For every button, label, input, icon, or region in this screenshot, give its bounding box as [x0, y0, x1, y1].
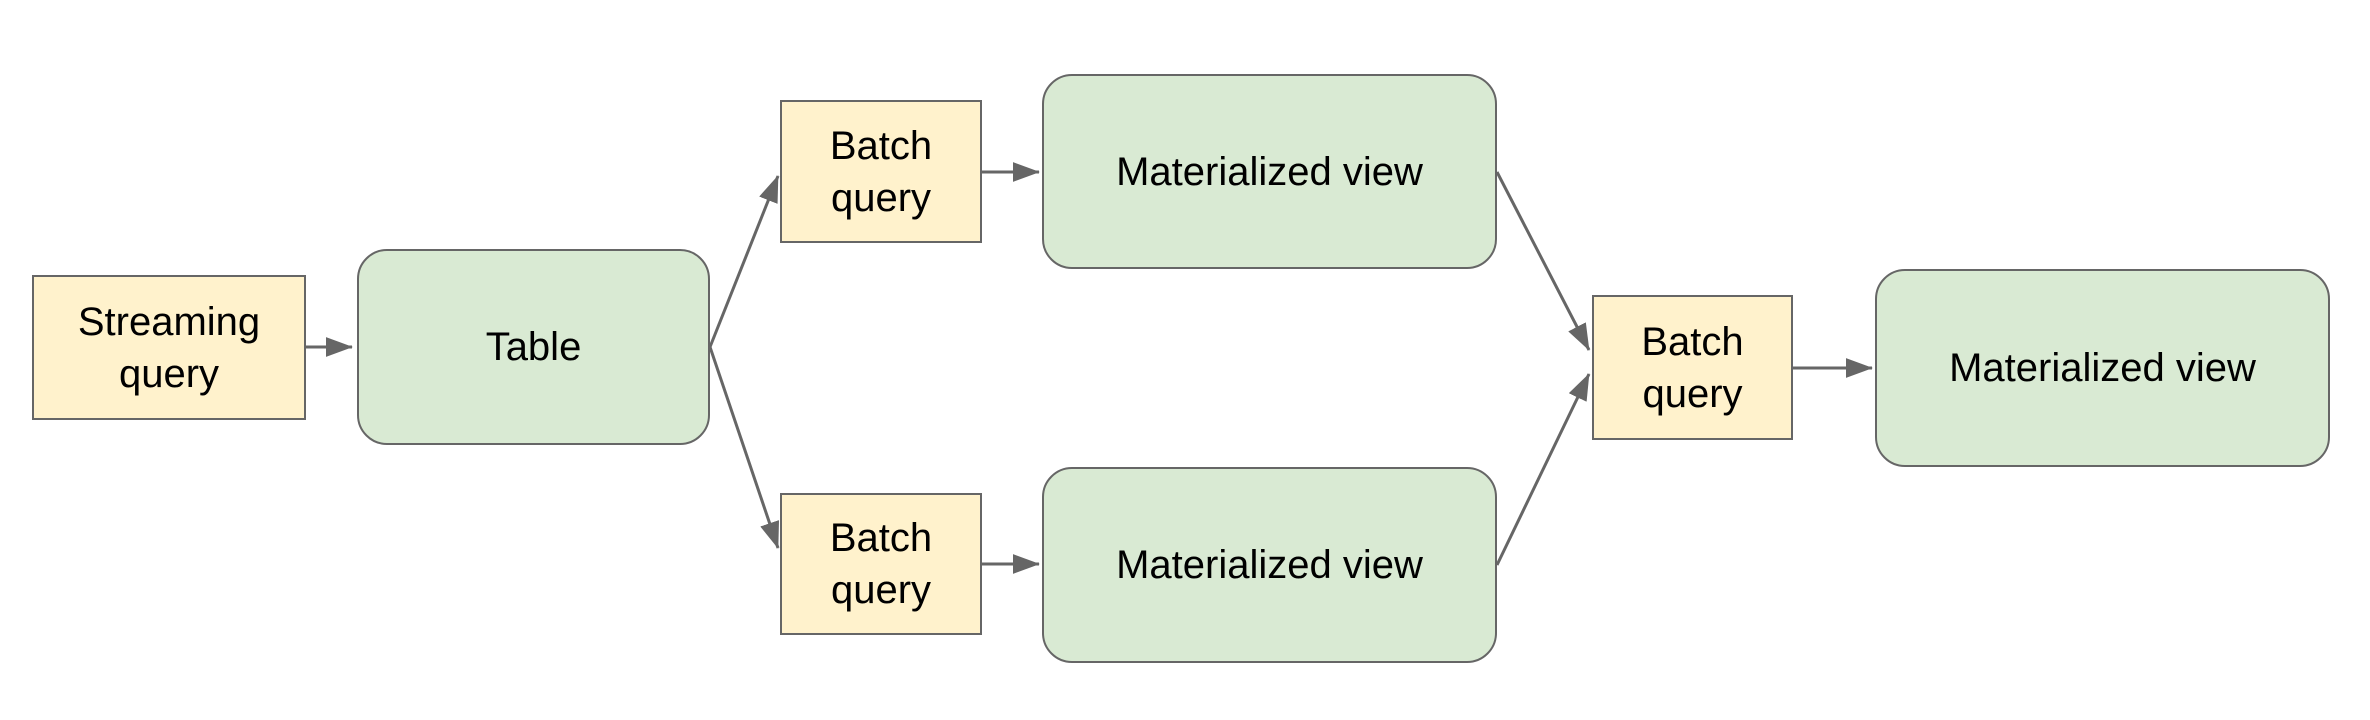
- node-materialized-view-top: Materialized view: [1042, 74, 1497, 269]
- node-streaming-query: Streaming query: [32, 275, 306, 420]
- node-label: Batch query: [829, 123, 933, 220]
- node-label: Batch query: [829, 516, 933, 612]
- node-label: Table: [485, 325, 582, 369]
- node-label: Streaming query: [77, 299, 261, 396]
- node-label: Materialized view: [1949, 346, 2256, 390]
- arrow-mv-top-to-batch-query-right: [1495, 171, 1591, 351]
- node-materialized-view-bottom: Materialized view: [1042, 467, 1497, 663]
- arrow-table-to-batch-query-bottom: [708, 346, 780, 549]
- arrow-table-to-batch-query-top: [708, 175, 780, 348]
- node-label: Batch query: [1641, 319, 1744, 416]
- node-batch-query-bottom: Batch query: [780, 493, 982, 635]
- node-table: Table: [357, 249, 710, 445]
- node-batch-query-right: Batch query: [1592, 295, 1793, 440]
- node-batch-query-top: Batch query: [780, 100, 982, 243]
- arrow-mv-bottom-to-batch-query-right: [1495, 373, 1591, 566]
- node-materialized-view-right: Materialized view: [1875, 269, 2330, 467]
- node-label: Materialized view: [1116, 543, 1423, 587]
- node-label: Materialized view: [1116, 149, 1423, 194]
